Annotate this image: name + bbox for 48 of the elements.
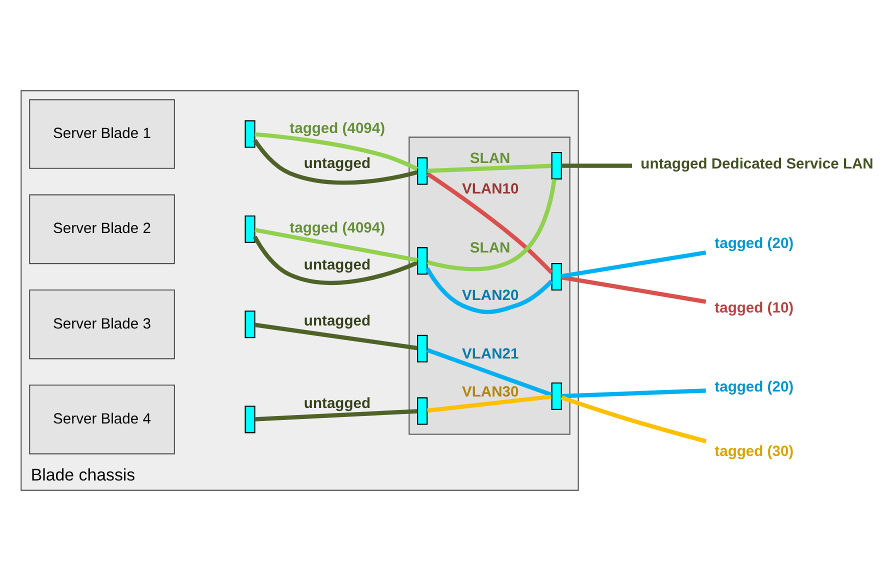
edge-label: untagged (304, 257, 371, 274)
node-text: tagged (20) (714, 379, 794, 396)
node-box (551, 152, 562, 179)
node-box (551, 382, 562, 410)
connector (252, 235, 418, 284)
edge-label: VLAN30 (462, 384, 519, 400)
edge-label: untagged (304, 313, 371, 330)
connector (254, 322, 418, 350)
node-box (244, 310, 256, 338)
edge-label: untagged (304, 396, 371, 412)
edge-label: tagged (4094) (290, 220, 386, 236)
connector (561, 250, 706, 278)
node-box (551, 262, 562, 290)
edge-label: VLAN20 (462, 288, 519, 304)
connector (426, 348, 552, 396)
edge-label: untagged (304, 156, 371, 172)
connector (561, 163, 632, 168)
node-box: Server Blade 3 (29, 288, 175, 359)
connector (560, 395, 707, 443)
connector (425, 266, 554, 314)
connector (254, 408, 418, 421)
node-text: tagged (10) (714, 300, 794, 316)
edge-label: SLAN (470, 150, 510, 166)
node-text: untagged Dedicated Service LAN (640, 156, 874, 172)
node-text: tagged (30) (714, 444, 794, 460)
connector (561, 388, 706, 398)
connector (427, 394, 552, 412)
node-box (244, 405, 256, 433)
node-box: Server Blade 1 (29, 98, 175, 168)
node-text: tagged (20) (714, 235, 794, 252)
edge-label: SLAN (470, 240, 510, 256)
node-box (417, 246, 428, 274)
node-box (244, 214, 256, 242)
connector (561, 274, 706, 304)
edge-label: VLAN10 (462, 180, 519, 197)
node-box (244, 120, 256, 148)
connector (254, 132, 418, 170)
cluster (408, 136, 570, 434)
connector (253, 138, 418, 184)
node-box (417, 334, 428, 362)
edge-label: VLAN21 (462, 346, 519, 362)
node-box: Server Blade 2 (29, 194, 175, 264)
node-box (417, 156, 428, 184)
connector (427, 163, 552, 172)
node-box: Server Blade 4 (29, 384, 175, 454)
edge-label: tagged (4094) (290, 120, 386, 137)
connector (254, 227, 418, 262)
node-box (417, 396, 428, 424)
